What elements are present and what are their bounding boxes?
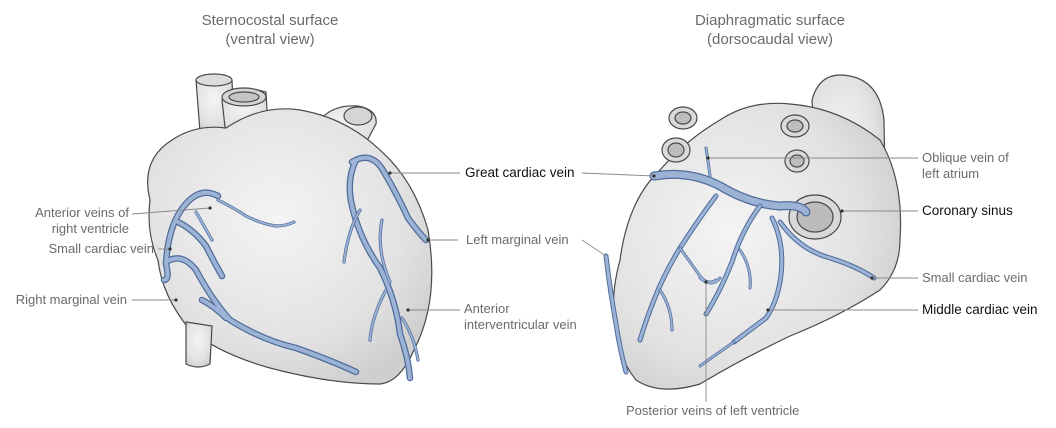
label-anterior-interventricular-line2: interventricular vein xyxy=(464,317,577,332)
label-posterior-veins-lv: Posterior veins of left ventricle xyxy=(626,403,800,418)
label-anterior-veins-rv: Anterior veins of right ventricle xyxy=(35,205,129,237)
label-anterior-interventricular: Anterior interventricular vein xyxy=(464,301,577,333)
label-anterior-veins-rv-line1: Anterior veins of xyxy=(35,205,129,220)
leader-dots xyxy=(168,156,874,312)
title-diaphragmatic-line2: (dorsocaudal view) xyxy=(707,31,833,48)
inferior-vena-cava xyxy=(185,321,213,368)
title-sternocostal-line2: (ventral view) xyxy=(225,31,315,48)
label-anterior-veins-rv-line2: right ventricle xyxy=(51,221,129,236)
label-oblique-vein-line1: Oblique vein of xyxy=(922,150,1009,165)
title-sternocostal: Sternocostal surface (ventral view) xyxy=(170,11,370,49)
veins-sternocostal xyxy=(160,154,430,382)
title-diaphragmatic-line1: Diaphragmatic surface xyxy=(694,12,846,29)
leader-lines xyxy=(131,157,918,402)
title-diaphragmatic: Diaphragmatic surface (dorsocaudal view) xyxy=(660,11,880,49)
label-great-cardiac: Great cardiac vein xyxy=(465,165,575,180)
veins-diaphragmatic xyxy=(603,146,877,375)
label-oblique-vein-line2: left atrium xyxy=(922,166,980,181)
label-middle-cardiac: Middle cardiac vein xyxy=(922,302,1038,317)
label-small-cardiac-left: Small cardiac vein xyxy=(48,241,155,256)
heart-body-right xyxy=(613,102,902,390)
label-small-cardiac-right: Small cardiac vein xyxy=(922,270,1028,285)
label-oblique-vein: Oblique vein of left atrium xyxy=(922,150,1009,182)
label-anterior-interventricular-line1: Anterior xyxy=(464,301,510,316)
title-sternocostal-line1: Sternocostal surface xyxy=(201,12,339,29)
label-left-marginal: Left marginal vein xyxy=(466,232,569,247)
label-coronary-sinus: Coronary sinus xyxy=(922,203,1013,218)
heart-diaphragmatic xyxy=(613,74,902,390)
label-right-marginal: Right marginal vein xyxy=(15,292,127,307)
